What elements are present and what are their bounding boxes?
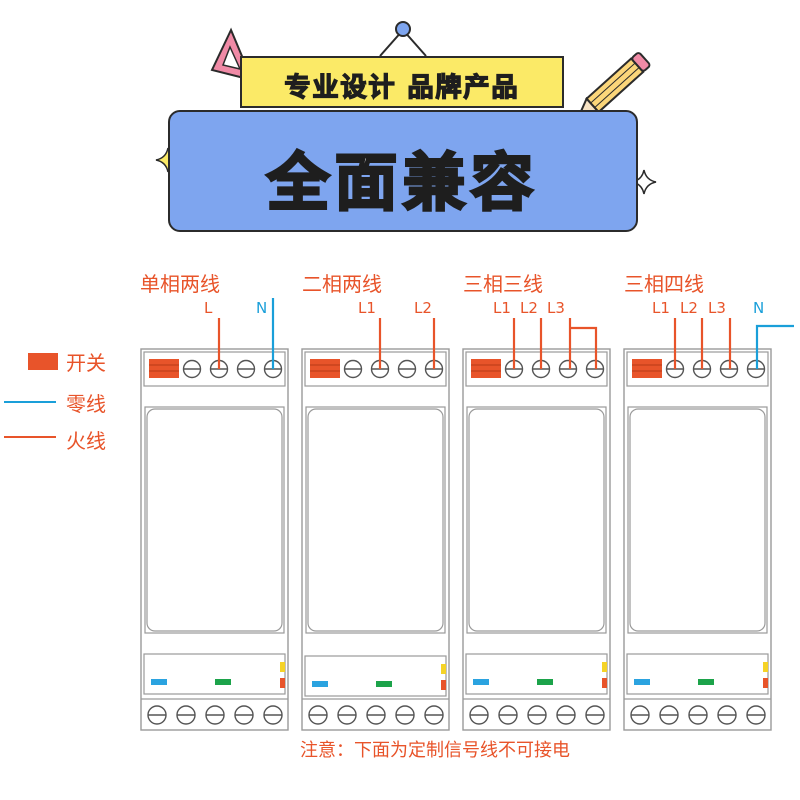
switch-block (310, 359, 340, 378)
indicator-red (763, 678, 768, 688)
terminal-screw-icon (397, 359, 417, 379)
indicator-yellow (280, 662, 285, 672)
terminal-screw-icon (630, 705, 650, 725)
wire-label: N (256, 299, 268, 317)
terminal-screw-icon (234, 705, 254, 725)
wire-label: L3 (547, 299, 565, 317)
indicator-panel (143, 653, 286, 695)
terminal-screw-icon (585, 705, 605, 725)
live-line-swatch (4, 436, 56, 438)
indicator-red (602, 678, 607, 688)
group-title-single-phase-two-wire: 单相两线 (140, 272, 220, 296)
group-title-three-phase-four-wire: 三相四线 (624, 272, 704, 296)
indicator-red (441, 680, 446, 690)
wire-label: L1 (358, 299, 376, 317)
wire-label: L3 (708, 299, 726, 317)
terminal-screw-icon (469, 705, 489, 725)
wire-label: L1 (493, 299, 511, 317)
indicator-blue (312, 681, 328, 687)
indicator-blue (473, 679, 489, 685)
wire-label: L2 (414, 299, 432, 317)
indicator-blue (634, 679, 650, 685)
wire-label: L (204, 299, 213, 317)
subtitle-banner: 专业设计 品牌产品 (240, 56, 564, 108)
indicator-panel (304, 655, 447, 697)
terminal-screw-icon (205, 705, 225, 725)
indicator-green (376, 681, 392, 687)
terminal-screw-icon (556, 705, 576, 725)
device-1 (140, 348, 289, 731)
display-panel (468, 408, 605, 632)
switch-swatch (28, 353, 58, 370)
switch-block (149, 359, 179, 378)
legend-live-label: 火线 (66, 429, 106, 453)
banner-subtitle: 专业设计 品牌产品 (284, 72, 520, 103)
wire-label: L2 (520, 299, 538, 317)
terminal-screw-icon (147, 705, 167, 725)
legend-neutral-label: 零线 (66, 392, 106, 416)
pencil-icon (575, 52, 651, 121)
switch-block (471, 359, 501, 378)
terminal-screw-icon (366, 705, 386, 725)
indicator-panel (626, 653, 769, 695)
terminal-screw-icon (343, 359, 363, 379)
display-panel (307, 408, 444, 632)
indicator-green (215, 679, 231, 685)
wire-label: N (753, 299, 765, 317)
banner-title: 全面兼容 (265, 145, 539, 221)
neutral-wire (755, 324, 794, 369)
terminal-screw-icon (688, 705, 708, 725)
indicator-red (280, 678, 285, 688)
top-terminal-strip (143, 351, 286, 387)
indicator-yellow (441, 664, 446, 674)
terminal-screw-icon (182, 359, 202, 379)
terminal-screw-icon (308, 705, 328, 725)
terminal-screw-icon (746, 705, 766, 725)
indicator-panel (465, 653, 608, 695)
device-2 (301, 348, 450, 731)
indicator-yellow (602, 662, 607, 672)
group-title-two-phase-two-wire: 二相两线 (302, 272, 382, 296)
legend-switch-label: 开关 (66, 351, 106, 375)
terminal-screw-icon (236, 359, 256, 379)
live-wire (570, 326, 598, 369)
hanger-pin-icon (379, 21, 427, 57)
terminal-screw-icon (527, 705, 547, 725)
switch-block (632, 359, 662, 378)
terminal-screw-icon (263, 705, 283, 725)
indicator-blue (151, 679, 167, 685)
indicator-green (698, 679, 714, 685)
display-panel (146, 408, 283, 632)
device-3 (462, 348, 611, 731)
indicator-green (537, 679, 553, 685)
terminal-screw-icon (498, 705, 518, 725)
terminal-screw-icon (395, 705, 415, 725)
terminal-screw-icon (337, 705, 357, 725)
wire-label: L1 (652, 299, 670, 317)
indicator-yellow (763, 662, 768, 672)
group-title-three-phase-three-wire: 三相三线 (463, 272, 543, 296)
terminal-screw-icon (558, 359, 578, 379)
terminal-screw-icon (424, 705, 444, 725)
wire-label: L2 (680, 299, 698, 317)
legend: 开关 零线 火线 (0, 340, 130, 460)
terminal-screw-icon (176, 705, 196, 725)
display-panel (629, 408, 766, 632)
terminal-screw-icon (659, 705, 679, 725)
title-banner: 全面兼容 (168, 110, 638, 232)
warning-note: 注意：下面为定制信号线不可接电 (300, 740, 570, 761)
device-4 (623, 348, 772, 731)
terminal-screw-icon (717, 705, 737, 725)
banner-decorations (155, 21, 657, 195)
neutral-line-swatch (4, 401, 56, 403)
